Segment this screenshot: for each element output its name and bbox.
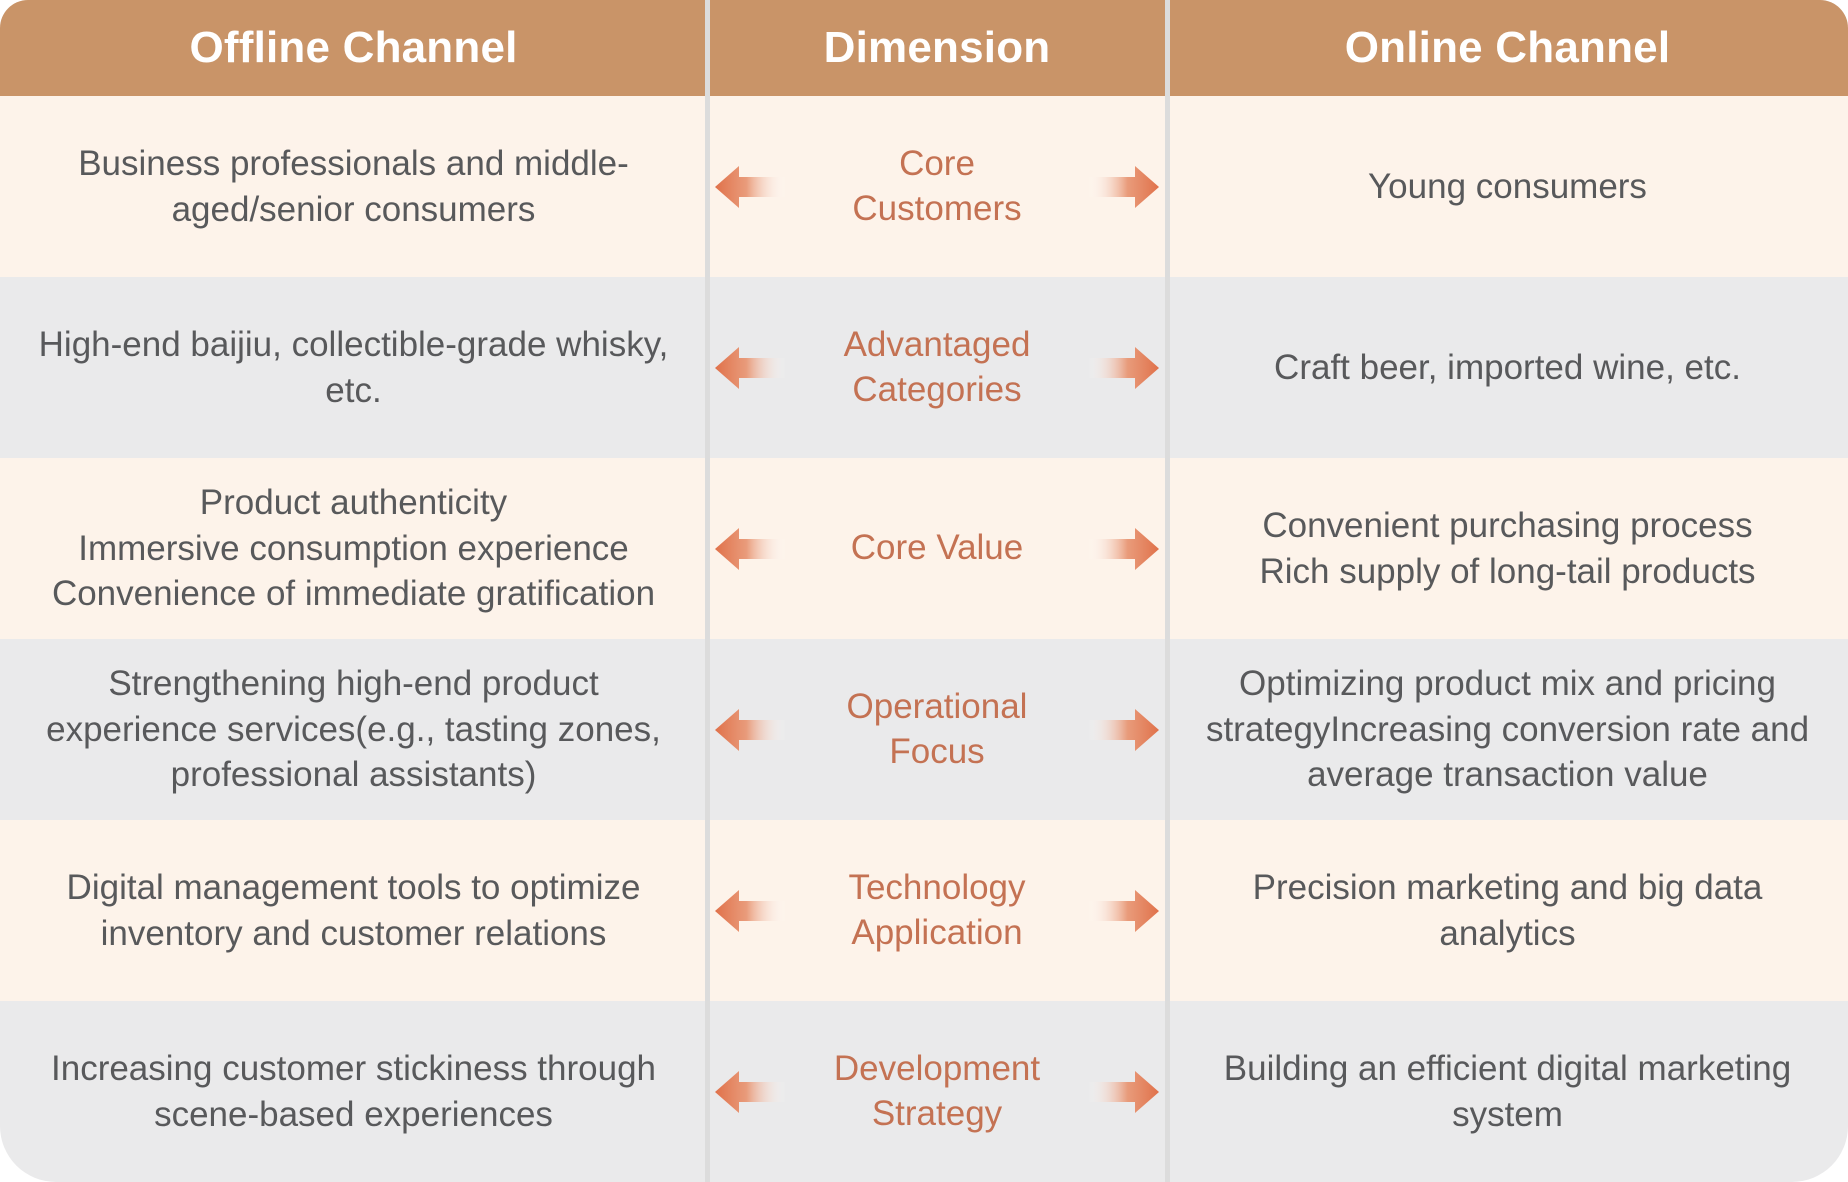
arrow-left-gradient-icon — [715, 346, 785, 389]
dimension-label: Development Strategy — [833, 1048, 1041, 1133]
online-cell: Craft beer, imported wine, etc. — [1274, 347, 1741, 387]
table-row: Product authenticity Immersive consumpti… — [0, 458, 1848, 639]
dimension-cell: Advantaged Categories — [707, 277, 1167, 458]
online-cell: Optimizing product mix and pricing strat… — [1205, 664, 1810, 795]
header-offline-channel: Offline Channel — [189, 23, 518, 72]
dimension-cell: Operational Focus — [707, 639, 1167, 820]
online-cell: Young consumers — [1368, 166, 1647, 206]
table-row: Digital management tools to optimize inv… — [0, 820, 1848, 1001]
offline-cell: Increasing customer stickiness through s… — [51, 1049, 656, 1134]
online-cell: Building an efficient digital marketing … — [1223, 1049, 1792, 1134]
table-row: Business professionals and middle-aged/s… — [0, 96, 1848, 277]
arrow-left-gradient-icon — [715, 708, 785, 751]
dimension-cell: Development Strategy — [707, 1001, 1167, 1182]
dimension-label: Core Value — [850, 528, 1024, 568]
table-row: Increasing customer stickiness through s… — [0, 1001, 1848, 1182]
arrow-left-gradient-icon — [715, 889, 785, 932]
arrow-right-gradient-icon — [1089, 708, 1159, 751]
offline-cell: High-end baijiu, collectible-grade whisk… — [38, 325, 669, 410]
dimension-cell: Technology Application — [707, 820, 1167, 1001]
arrow-left-gradient-icon — [715, 1070, 785, 1113]
dimension-label: Technology Application — [848, 867, 1026, 952]
header-dimension: Dimension — [823, 23, 1051, 72]
header-online-channel: Online Channel — [1344, 23, 1671, 72]
table-header-row: Offline Channel Dimension Online Channel — [0, 0, 1848, 96]
offline-cell: Digital management tools to optimize inv… — [66, 868, 641, 953]
offline-cell: Business professionals and middle-aged/s… — [78, 144, 629, 229]
table-row: Strengthening high-end product experienc… — [0, 639, 1848, 820]
offline-cell: Strengthening high-end product experienc… — [46, 664, 661, 795]
table-row: High-end baijiu, collectible-grade whisk… — [0, 277, 1848, 458]
arrow-right-gradient-icon — [1089, 889, 1159, 932]
arrow-left-gradient-icon — [715, 165, 785, 208]
arrow-right-gradient-icon — [1089, 346, 1159, 389]
arrow-right-gradient-icon — [1089, 1070, 1159, 1113]
offline-cell: Product authenticity Immersive consumpti… — [51, 483, 656, 614]
arrow-right-gradient-icon — [1089, 527, 1159, 570]
arrow-left-gradient-icon — [715, 527, 785, 570]
arrow-right-gradient-icon — [1089, 165, 1159, 208]
online-cell: Convenient purchasing process Rich suppl… — [1259, 506, 1756, 591]
dimension-label: Core Customers — [852, 143, 1022, 228]
dimension-cell: Core Customers — [707, 96, 1167, 277]
dimension-label: Operational Focus — [846, 686, 1028, 771]
table-body: Business professionals and middle-aged/s… — [0, 96, 1848, 1182]
online-cell: Precision marketing and big data analyti… — [1252, 868, 1763, 953]
dimension-label: Advantaged Categories — [843, 324, 1031, 409]
dimension-cell: Core Value — [707, 458, 1167, 639]
